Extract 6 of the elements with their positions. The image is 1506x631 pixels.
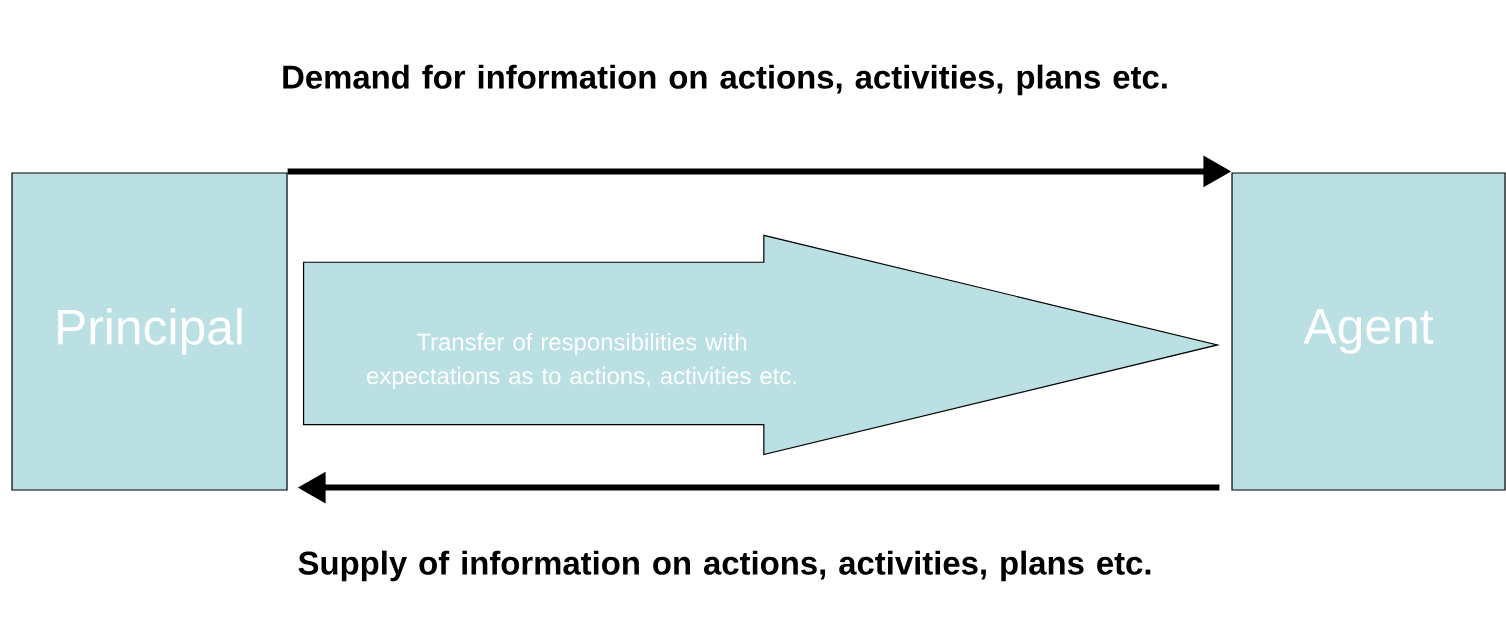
edge-label: Transfer of responsibilities with expectations as to actions, activities etc.: [367, 332, 796, 390]
process-box: Agent: [1231, 172, 1506, 491]
edge-label: Supply of information on actions, activities, plans etc.: [298, 550, 1151, 582]
process-box: Principal: [11, 172, 288, 491]
block-arrow: [302, 234, 1221, 456]
edge-label: Demand for information on actions, activities, plans etc.: [283, 64, 1167, 96]
